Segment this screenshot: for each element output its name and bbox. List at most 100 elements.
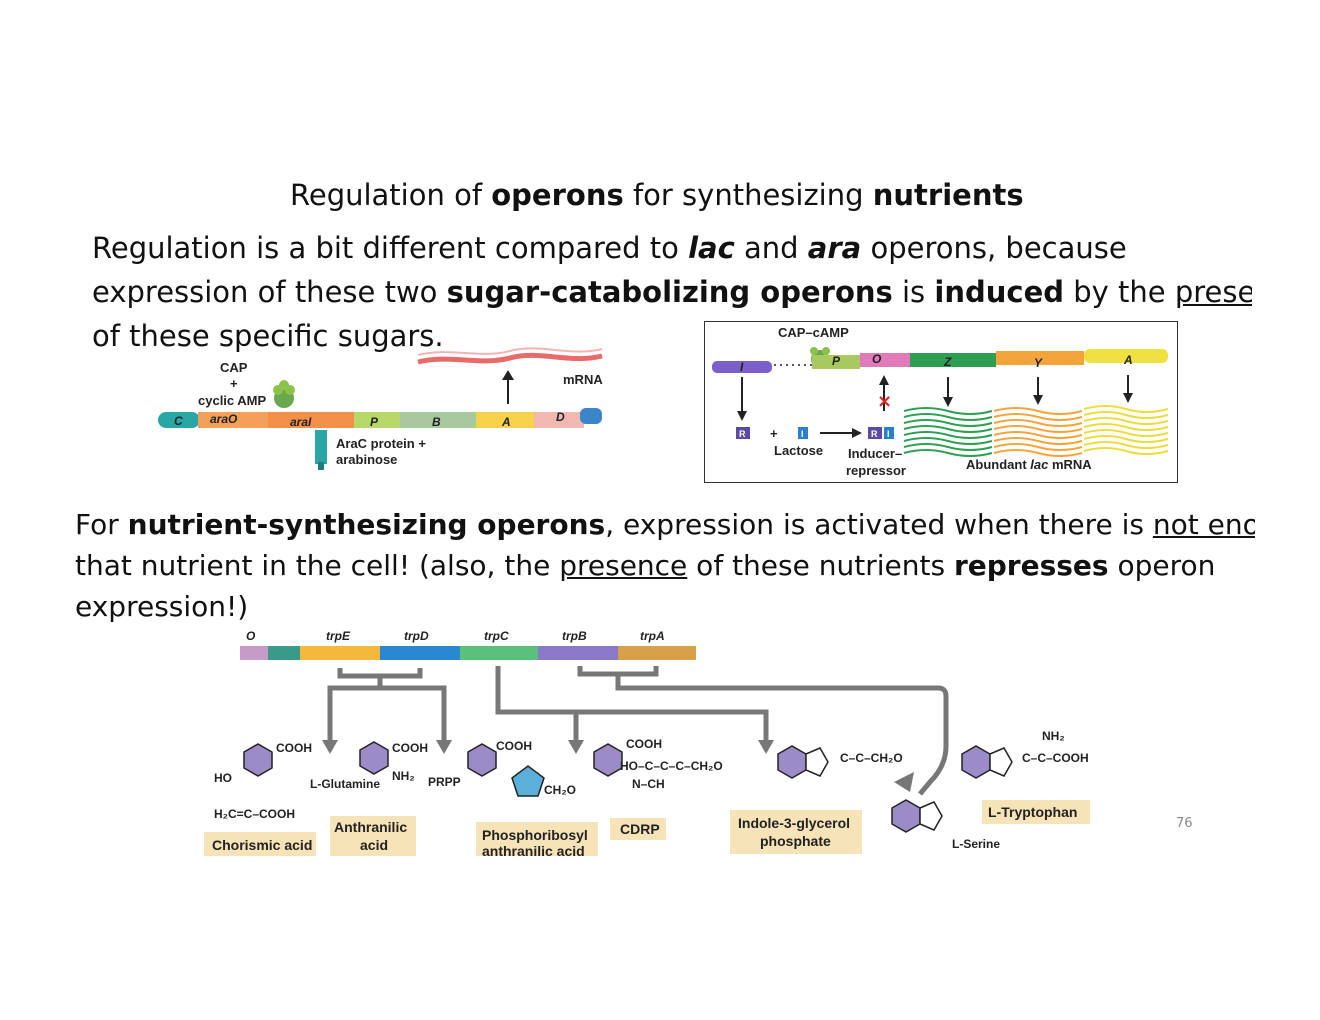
lac-plus-label: + xyxy=(770,426,778,441)
label-phosphoribosyl-2: anthranilic acid xyxy=(482,843,585,858)
lac-complex-r-label: R xyxy=(871,429,878,439)
ara-label-araO: araO xyxy=(210,412,238,426)
title-bold-operons: operons xyxy=(491,178,624,212)
chem-ho-1: HO xyxy=(214,771,232,785)
text: For xyxy=(75,508,128,541)
label-chorismic-acid: Chorismic acid xyxy=(212,837,312,853)
pyrrole-ring-7 xyxy=(989,747,1013,777)
trp-pathway-arrows xyxy=(327,666,949,796)
lac-block-x-icon: × xyxy=(877,391,892,412)
ara-operon-figure: mRNA CAP + cyclic AMP C araO araI P B A … xyxy=(158,347,603,470)
benzene-ring-1 xyxy=(243,743,273,777)
trp-gene-trpA xyxy=(618,646,696,660)
lac-label-O: O xyxy=(872,352,882,366)
label-box-tryptophan xyxy=(982,800,1090,824)
benzene-ring-2 xyxy=(359,741,389,775)
ara-gene-A xyxy=(476,412,534,428)
ara-mrna-strand-hi xyxy=(417,347,603,356)
p2-line3: expression!) xyxy=(75,586,1255,627)
lac-operon-box xyxy=(704,321,1178,483)
chem-nh2-1: NH₂ xyxy=(392,769,415,783)
trp-gene-L xyxy=(268,646,300,660)
text: by the xyxy=(1064,275,1175,309)
text: is xyxy=(892,275,935,309)
ara-label-P: P xyxy=(370,415,379,429)
label-box-indole xyxy=(730,810,862,854)
trp-label-trpD: trpD xyxy=(404,629,429,643)
chem-cooh-1: COOH xyxy=(276,741,312,755)
trp-label-O: O xyxy=(246,629,256,643)
title-text: Regulation of xyxy=(290,178,492,212)
ara-cyclic-amp-label: cyclic AMP xyxy=(198,393,266,408)
text: operons, because xyxy=(861,231,1127,265)
page-number: 76 xyxy=(1176,816,1193,831)
benzene-ring-7 xyxy=(961,745,991,779)
ara-gene-araI xyxy=(268,412,354,428)
trp-gene-O xyxy=(240,646,268,660)
lac-repressor-r-label: R xyxy=(739,429,746,439)
lac-lactose-label: Lactose xyxy=(774,443,823,458)
ribose-ring xyxy=(511,765,545,797)
benzene-ring-3 xyxy=(467,743,497,777)
text: expression!) xyxy=(75,590,249,623)
ara-term: ara xyxy=(807,231,862,265)
label-anthranilic-1: Anthranilic xyxy=(334,819,407,835)
benzene-ring-5 xyxy=(777,745,807,779)
ara-label-araI: araI xyxy=(290,415,312,429)
trp-label-trpC: trpC xyxy=(484,629,509,643)
chem-ch2o-1: CH₂O xyxy=(544,783,576,797)
lac-complex-i-label: I xyxy=(887,429,890,439)
label-box-phosphoribosyl xyxy=(476,822,598,856)
arac-protein-bar xyxy=(315,430,327,464)
lac-gene-Z xyxy=(910,353,996,367)
lac-operon-figure: CAP–cAMP I P O Z Y A × R + I R I Lactose… xyxy=(712,325,1169,478)
ara-mrna-strand xyxy=(417,352,603,365)
p1-line1: Regulation is a bit different compared t… xyxy=(92,226,1252,270)
ara-gene-P xyxy=(354,412,400,428)
slide-title: Regulation of operons for synthesizing n… xyxy=(290,178,1024,212)
lac-gene-A xyxy=(1084,349,1168,363)
ara-cap-protein-icon xyxy=(273,380,295,408)
ara-label-A: A xyxy=(501,415,511,429)
lac-mrna-y-waves xyxy=(993,407,1083,457)
lac-arrow-bind-head xyxy=(852,428,862,438)
text: of these specific sugars. xyxy=(92,319,444,353)
ara-label-B: B xyxy=(432,415,441,429)
chem-nh2-2: NH₂ xyxy=(1042,729,1065,743)
lac-label-I: I xyxy=(740,360,744,374)
chem-h2c-cooh: H₂C=C–COOH xyxy=(214,807,295,821)
trp-label-trpE: trpE xyxy=(326,629,351,643)
trp-pathway-arrowheads xyxy=(322,740,914,792)
lac-lactose-i-label: I xyxy=(801,429,804,439)
lac-gene-O xyxy=(860,353,910,367)
lac-inducer-label-1: Inducer– xyxy=(848,446,902,461)
ara-gene-D xyxy=(534,412,584,428)
text: operon xyxy=(1108,549,1216,582)
underlined-term: not enough xyxy=(1152,508,1255,541)
lac-arrow-O-head xyxy=(879,375,889,385)
label-anthranilic-2: acid xyxy=(360,837,388,853)
lac-cap-camp-label: CAP–cAMP xyxy=(778,325,849,340)
p1-line3: of these specific sugars. xyxy=(92,314,1252,358)
trp-gene-trpD xyxy=(380,646,460,660)
chem-n-ch: N–CH xyxy=(632,777,665,791)
arac-protein-foot xyxy=(318,462,324,470)
label-phosphoribosyl-1: Phosphoribosyl xyxy=(482,827,588,843)
ara-gene-end xyxy=(580,408,602,424)
ara-gene-araO xyxy=(198,412,268,428)
lac-label-Y: Y xyxy=(1034,356,1043,370)
trp-gene-trpE xyxy=(300,646,380,660)
trp-label-trpB: trpB xyxy=(562,629,587,643)
underlined-term: presence xyxy=(559,549,688,582)
ara-label-C: C xyxy=(174,414,183,428)
label-indole-1: Indole-3-glycerol xyxy=(738,815,850,831)
bold-term: sugar-catabolizing operons xyxy=(446,275,893,309)
lac-repressor-icon xyxy=(736,427,750,439)
lac-arrow-I-head xyxy=(737,411,747,421)
label-cdrp: CDRP xyxy=(620,821,660,837)
lac-label-P: P xyxy=(832,354,841,368)
arac-label-1: AraC protein + xyxy=(336,436,426,451)
reagent-l-glutamine: L-Glutamine xyxy=(310,777,380,791)
title-bold-nutrients: nutrients xyxy=(872,178,1024,212)
lac-lactose-icon xyxy=(798,427,808,439)
